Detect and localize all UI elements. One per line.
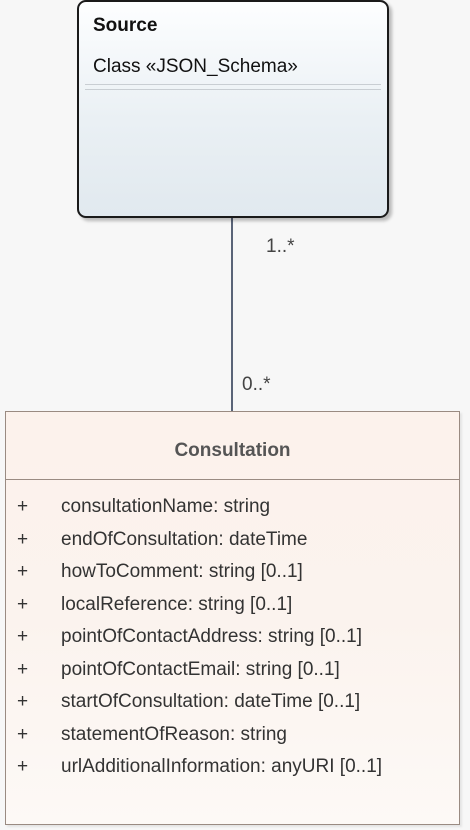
- consultation-compartment-divider: [6, 479, 459, 480]
- attribute-visibility: +: [17, 496, 29, 517]
- attribute-row[interactable]: + howToComment: string [0..1]: [6, 561, 459, 594]
- consultation-class-box[interactable]: Consultation + consultationName: string + e…: [5, 411, 460, 825]
- attribute-visibility: +: [17, 561, 29, 582]
- attribute-visibility: +: [17, 723, 29, 745]
- attribute-text: urlAdditionalInformation: anyURI [0..1]: [61, 756, 383, 777]
- attribute-text: pointOfContactAddress: string [0..1]: [61, 626, 362, 647]
- attribute-text: pointOfContactEmail: string [0..1]: [61, 658, 340, 680]
- attribute-row[interactable]: + startOfConsultation: dateTime [0..1]: [6, 691, 459, 724]
- attribute-text: howToComment: string [0..1]: [61, 561, 303, 582]
- source-class-stereotype: Class «JSON_Schema»: [93, 56, 298, 77]
- source-multiplicity: 1..*: [266, 236, 295, 257]
- attribute-text: endOfConsultation: dateTime: [61, 528, 308, 550]
- attribute-text: consultationName: string: [61, 496, 271, 517]
- attribute-text: localReference: string [0..1]: [61, 593, 293, 615]
- attribute-visibility: +: [17, 593, 29, 615]
- attribute-row[interactable]: + localReference: string [0..1]: [6, 594, 459, 627]
- attribute-row[interactable]: + urlAdditionalInformation: anyURI [0..1]: [6, 756, 459, 789]
- attribute-visibility: +: [17, 691, 29, 712]
- attribute-row[interactable]: + consultationName: string: [6, 496, 459, 529]
- target-multiplicity: 0..*: [242, 374, 271, 395]
- attribute-row[interactable]: + statementOfReason: string: [6, 724, 459, 757]
- attribute-visibility: +: [17, 756, 29, 777]
- consultation-class-name: Consultation: [174, 440, 291, 461]
- attribute-visibility: +: [17, 528, 29, 550]
- attribute-row[interactable]: + pointOfContactEmail: string [0..1]: [6, 659, 459, 692]
- attribute-row[interactable]: + pointOfContactAddress: string [0..1]: [6, 626, 459, 659]
- attribute-visibility: +: [17, 626, 29, 647]
- source-compartment-divider: [85, 84, 381, 85]
- attribute-visibility: +: [17, 658, 29, 680]
- attribute-text: statementOfReason: string: [61, 723, 287, 745]
- source-compartment-divider-2: [85, 89, 381, 90]
- source-class-name: Source: [93, 15, 158, 36]
- attribute-list: + consultationName: string + endOfConsultat…: [6, 496, 459, 789]
- attribute-row[interactable]: + endOfConsultation: dateTime: [6, 529, 459, 562]
- source-class-box[interactable]: Source Class «JSON_Schema»: [77, 0, 389, 218]
- attribute-text: startOfConsultation: dateTime [0..1]: [61, 691, 361, 712]
